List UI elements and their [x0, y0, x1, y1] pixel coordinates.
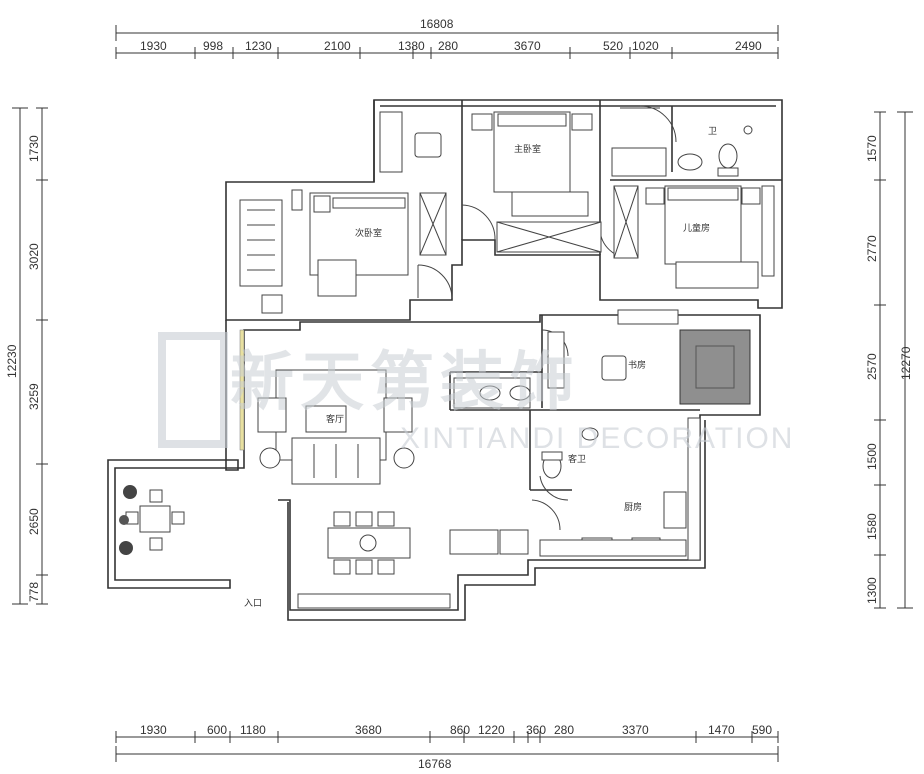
- right-dim-1: 1570: [865, 135, 879, 162]
- top-total-dim: 16808: [420, 17, 454, 31]
- top-dim-6: 280: [438, 39, 458, 53]
- bottom-dim-6: 1220: [478, 723, 505, 737]
- walls: [107, 99, 783, 621]
- second-bedroom: 次卧室: [239, 189, 447, 314]
- bottom-dim-1: 1930: [140, 723, 167, 737]
- kitchen: 厨房: [539, 417, 701, 561]
- room-label-kids-bedroom: 儿童房: [683, 222, 710, 234]
- bottom-dim-5: 860: [450, 723, 470, 737]
- right-dim-4: 1500: [865, 443, 879, 470]
- bottom-dim-2: 600: [207, 723, 227, 737]
- bottom-dim-11: 590: [752, 723, 772, 737]
- right-dim-3: 2570: [865, 353, 879, 380]
- room-label-bathroom: 卫: [708, 127, 717, 137]
- right-dimension-chain: 1570 2770 2570 1500 1580 1300 12270: [865, 111, 913, 609]
- dining-area: [297, 511, 529, 609]
- study: 书房: [547, 309, 751, 405]
- kids-bedroom: 儿童房: [613, 185, 775, 289]
- bottom-dim-8: 280: [554, 723, 574, 737]
- room-label-second-bedroom: 次卧室: [355, 227, 382, 239]
- room-label-study: 书房: [628, 359, 646, 371]
- top-dimension-chain: 16808 1930 998 1230 2100 1380 280 3670 5…: [115, 17, 779, 59]
- room-label-master-bedroom: 主卧室: [514, 143, 541, 155]
- bottom-dim-7: 360: [526, 723, 546, 737]
- top-dim-4: 2100: [324, 39, 351, 53]
- left-dim-2: 3020: [27, 243, 41, 270]
- watermark-english: XINTIANDI DECORATION: [400, 422, 794, 455]
- left-dimension-chain: 12230 1730 3020 3259 2650 778: [5, 107, 48, 605]
- master-bedroom: 主卧室: [379, 111, 602, 253]
- left-dim-5: 778: [27, 582, 41, 602]
- room-label-guest-bath: 客卫: [568, 453, 586, 465]
- left-dim-3: 3259: [27, 383, 41, 410]
- guest-bath: 客卫: [541, 427, 599, 479]
- top-dim-3: 1230: [245, 39, 272, 53]
- top-dim-8: 520: [603, 39, 623, 53]
- watermark-chinese: 新天第装饰: [230, 346, 580, 420]
- bottom-total-dim: 16768: [418, 757, 452, 771]
- room-label-kitchen: 厨房: [624, 501, 642, 513]
- bathroom: 卫: [611, 125, 753, 177]
- watermark: 新天第装饰 XINTIANDI DECORATION: [158, 332, 794, 455]
- left-dim-1: 1730: [27, 135, 41, 162]
- bottom-dimension-chain: 1930 600 1180 3680 860 1220 360 280 3370…: [115, 723, 779, 771]
- top-dim-5: 1380: [398, 39, 425, 53]
- living-room: 客厅: [239, 329, 531, 485]
- bottom-dim-3: 1180: [240, 723, 266, 737]
- top-dim-2: 998: [203, 39, 223, 53]
- right-dim-5: 1580: [865, 513, 879, 540]
- left-total-dim: 12230: [5, 344, 19, 378]
- top-dim-1: 1930: [140, 39, 167, 53]
- right-dim-6: 1300: [865, 577, 879, 604]
- bottom-dim-9: 3370: [622, 723, 649, 737]
- left-dim-4: 2650: [27, 508, 41, 535]
- top-dim-10: 2490: [735, 39, 762, 53]
- room-label-living: 客厅: [326, 413, 344, 425]
- bottom-dim-10: 1470: [708, 723, 735, 737]
- balcony: [119, 485, 185, 555]
- top-dim-9: 1020: [632, 39, 659, 53]
- bottom-dim-4: 3680: [355, 723, 382, 737]
- right-total-dim: 12270: [899, 346, 913, 380]
- top-dim-7: 3670: [514, 39, 541, 53]
- room-label-entrance: 入口: [244, 598, 262, 609]
- right-dim-2: 2770: [865, 235, 879, 262]
